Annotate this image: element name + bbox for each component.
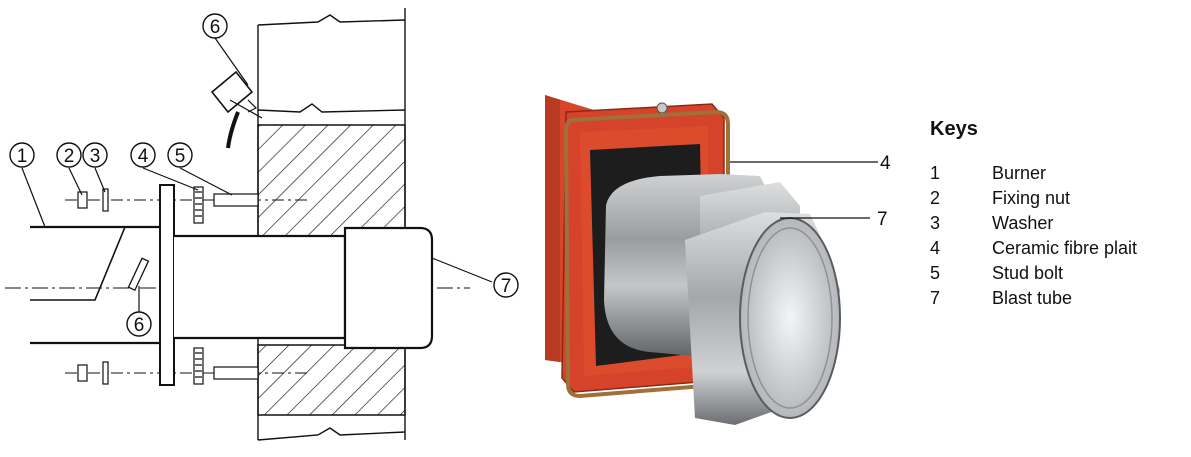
callout-2: 2 bbox=[64, 146, 75, 167]
callout-5: 5 bbox=[175, 146, 186, 167]
key-row: 7 Blast tube bbox=[930, 286, 1180, 311]
callout-numbers: 1 2 3 4 5 6 6 7 bbox=[17, 17, 512, 336]
callout-circles bbox=[9, 13, 519, 337]
leader-lines-right bbox=[730, 161, 878, 219]
key-number: 5 bbox=[930, 263, 941, 283]
burner-illustration: 4 7 bbox=[545, 95, 891, 425]
key-number: 7 bbox=[930, 288, 941, 308]
callout-6-bottom: 6 bbox=[134, 315, 145, 336]
tube-opening bbox=[739, 217, 841, 419]
key-row: 3 Washer bbox=[930, 211, 1180, 236]
flange-screw bbox=[656, 102, 668, 114]
wall-hatch-lower bbox=[257, 344, 406, 416]
key-label: Burner bbox=[992, 163, 1047, 183]
burner-housing-shade bbox=[545, 95, 560, 362]
key-label: Washer bbox=[992, 213, 1054, 233]
callout-right-4: 4 bbox=[880, 153, 891, 174]
technical-drawing: 1 2 3 4 5 6 6 7 bbox=[5, 8, 519, 441]
key-row: 5 Stud bolt bbox=[930, 261, 1180, 286]
key-label: Fixing nut bbox=[992, 188, 1071, 208]
key-number: 3 bbox=[930, 213, 941, 233]
mounting-flange bbox=[159, 184, 175, 386]
callout-7: 7 bbox=[501, 276, 512, 297]
key-row: 4 Ceramic fibre plait bbox=[930, 236, 1180, 261]
key-label: Ceramic fibre plait bbox=[992, 238, 1138, 258]
pin bbox=[127, 257, 150, 292]
key-row: 2 Fixing nut bbox=[930, 186, 1180, 211]
key-label: Stud bolt bbox=[992, 263, 1064, 283]
callout-right-7: 7 bbox=[877, 209, 888, 230]
keys-legend: Keys 1 Burner 2 Fixing nut 3 Washer 4 Ce… bbox=[930, 118, 1180, 311]
key-row: 1 Burner bbox=[930, 161, 1180, 186]
callout-3: 3 bbox=[90, 146, 101, 167]
leader-lines bbox=[21, 37, 493, 312]
callout-6-top: 6 bbox=[210, 17, 221, 38]
inspection-tool bbox=[210, 70, 263, 149]
key-number: 4 bbox=[930, 238, 941, 258]
wall-hatch-upper bbox=[257, 124, 406, 244]
burner-body bbox=[30, 225, 160, 345]
ceramic-fibre-plait bbox=[193, 186, 204, 385]
stud-bolts bbox=[213, 193, 259, 380]
callout-1: 1 bbox=[17, 146, 28, 167]
keys-title: Keys bbox=[930, 118, 978, 140]
callout-4: 4 bbox=[138, 146, 149, 167]
key-number: 1 bbox=[930, 163, 941, 183]
key-number: 2 bbox=[930, 188, 941, 208]
key-label: Blast tube bbox=[992, 288, 1073, 308]
tube-inner-rim bbox=[747, 227, 833, 409]
nuts-washers bbox=[77, 188, 109, 385]
blast-tube bbox=[174, 226, 434, 350]
